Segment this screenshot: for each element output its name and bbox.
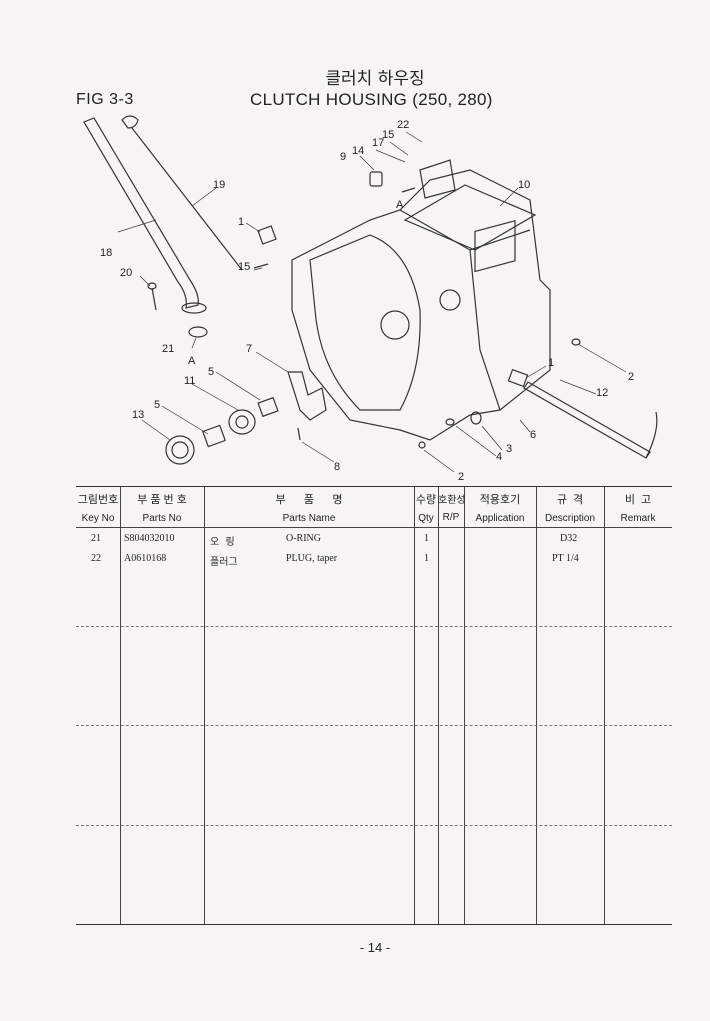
release-bearing bbox=[228, 409, 256, 435]
callout-10: 10 bbox=[518, 179, 530, 191]
callout-4: 4 bbox=[496, 451, 502, 463]
cell-parts-name: O-RING bbox=[286, 533, 321, 544]
callout-15b: 15 bbox=[238, 261, 250, 273]
callout-15: 15 bbox=[382, 129, 394, 141]
cell-qty: 1 bbox=[424, 533, 429, 544]
callout-17: 17 bbox=[372, 137, 384, 149]
column-divider bbox=[204, 487, 205, 924]
cell-description: D32 bbox=[560, 533, 578, 544]
callout-6: 6 bbox=[530, 429, 536, 441]
row-separator bbox=[76, 825, 672, 826]
row-separator bbox=[76, 725, 672, 726]
exploded-parts-diagram: 22 15 17 9 14 19 10 1 18 15 20 A 21 A 7 … bbox=[70, 110, 680, 485]
column-divider bbox=[536, 487, 537, 924]
callout-11: 11 bbox=[184, 375, 195, 387]
callout-22: 22 bbox=[397, 119, 409, 131]
clutch-housing-drawing: 22 15 17 9 14 19 10 1 18 15 20 A 21 A 7 … bbox=[83, 115, 658, 483]
callout-18: 18 bbox=[100, 247, 112, 259]
column-divider bbox=[464, 487, 465, 924]
callout-3: 3 bbox=[506, 443, 512, 455]
cell-qty: 1 bbox=[424, 553, 429, 564]
callout-labels: 22 15 17 9 14 19 10 1 18 15 20 A 21 A 7 … bbox=[100, 119, 634, 483]
table-row: 21 S804032010 오 링 O-RING 1 D32 bbox=[76, 531, 672, 549]
callout-A-top: A bbox=[396, 199, 404, 211]
callout-5: 5 bbox=[208, 366, 214, 378]
callout-21: 21 bbox=[162, 343, 174, 355]
dipstick-tube bbox=[83, 117, 199, 309]
callout-8: 8 bbox=[334, 461, 340, 473]
cell-key-no: 21 bbox=[91, 533, 101, 544]
callout-2b: 2 bbox=[458, 471, 464, 483]
callout-13: 13 bbox=[132, 409, 144, 421]
callout-19: 19 bbox=[213, 179, 225, 191]
callout-7: 7 bbox=[246, 343, 252, 355]
column-divider bbox=[414, 487, 415, 924]
release-shaft bbox=[523, 381, 651, 459]
callout-14: 14 bbox=[352, 145, 364, 157]
cell-parts-no: S804032010 bbox=[124, 533, 175, 544]
cell-parts-name: PLUG, taper bbox=[286, 553, 338, 564]
callout-20: 20 bbox=[120, 267, 132, 279]
cell-parts-no: A0610168 bbox=[124, 553, 167, 564]
callout-9: 9 bbox=[340, 151, 346, 163]
callout-1b: 1 bbox=[548, 357, 554, 369]
dipstick bbox=[121, 115, 139, 129]
callout-2: 2 bbox=[628, 371, 634, 383]
cell-name-kr: 오 링 bbox=[210, 537, 235, 548]
cell-name-kr: 플러그 bbox=[210, 557, 238, 568]
title-korean: 클러치 하우징 bbox=[325, 69, 425, 89]
table-row: 22 A0610168 플러그 PLUG, taper 1 PT 1/4 bbox=[76, 551, 672, 569]
callout-1: 1 bbox=[238, 216, 244, 228]
callout-5b: 5 bbox=[154, 399, 160, 411]
housing-body bbox=[291, 169, 551, 441]
callout-A: A bbox=[188, 355, 196, 367]
o-ring bbox=[188, 326, 208, 338]
cell-key-no: 22 bbox=[91, 553, 101, 564]
row-separator bbox=[76, 626, 672, 627]
figure-number: FIG 3-3 bbox=[76, 91, 134, 108]
column-divider bbox=[438, 487, 439, 924]
column-divider bbox=[120, 487, 121, 924]
callout-12: 12 bbox=[596, 387, 608, 399]
page-number: - 14 - bbox=[359, 940, 391, 955]
release-fork bbox=[287, 371, 327, 421]
cell-description: PT 1/4 bbox=[552, 553, 579, 564]
column-divider bbox=[604, 487, 605, 924]
title-english: CLUTCH HOUSING (250, 280) bbox=[250, 90, 493, 109]
seal bbox=[165, 435, 195, 465]
